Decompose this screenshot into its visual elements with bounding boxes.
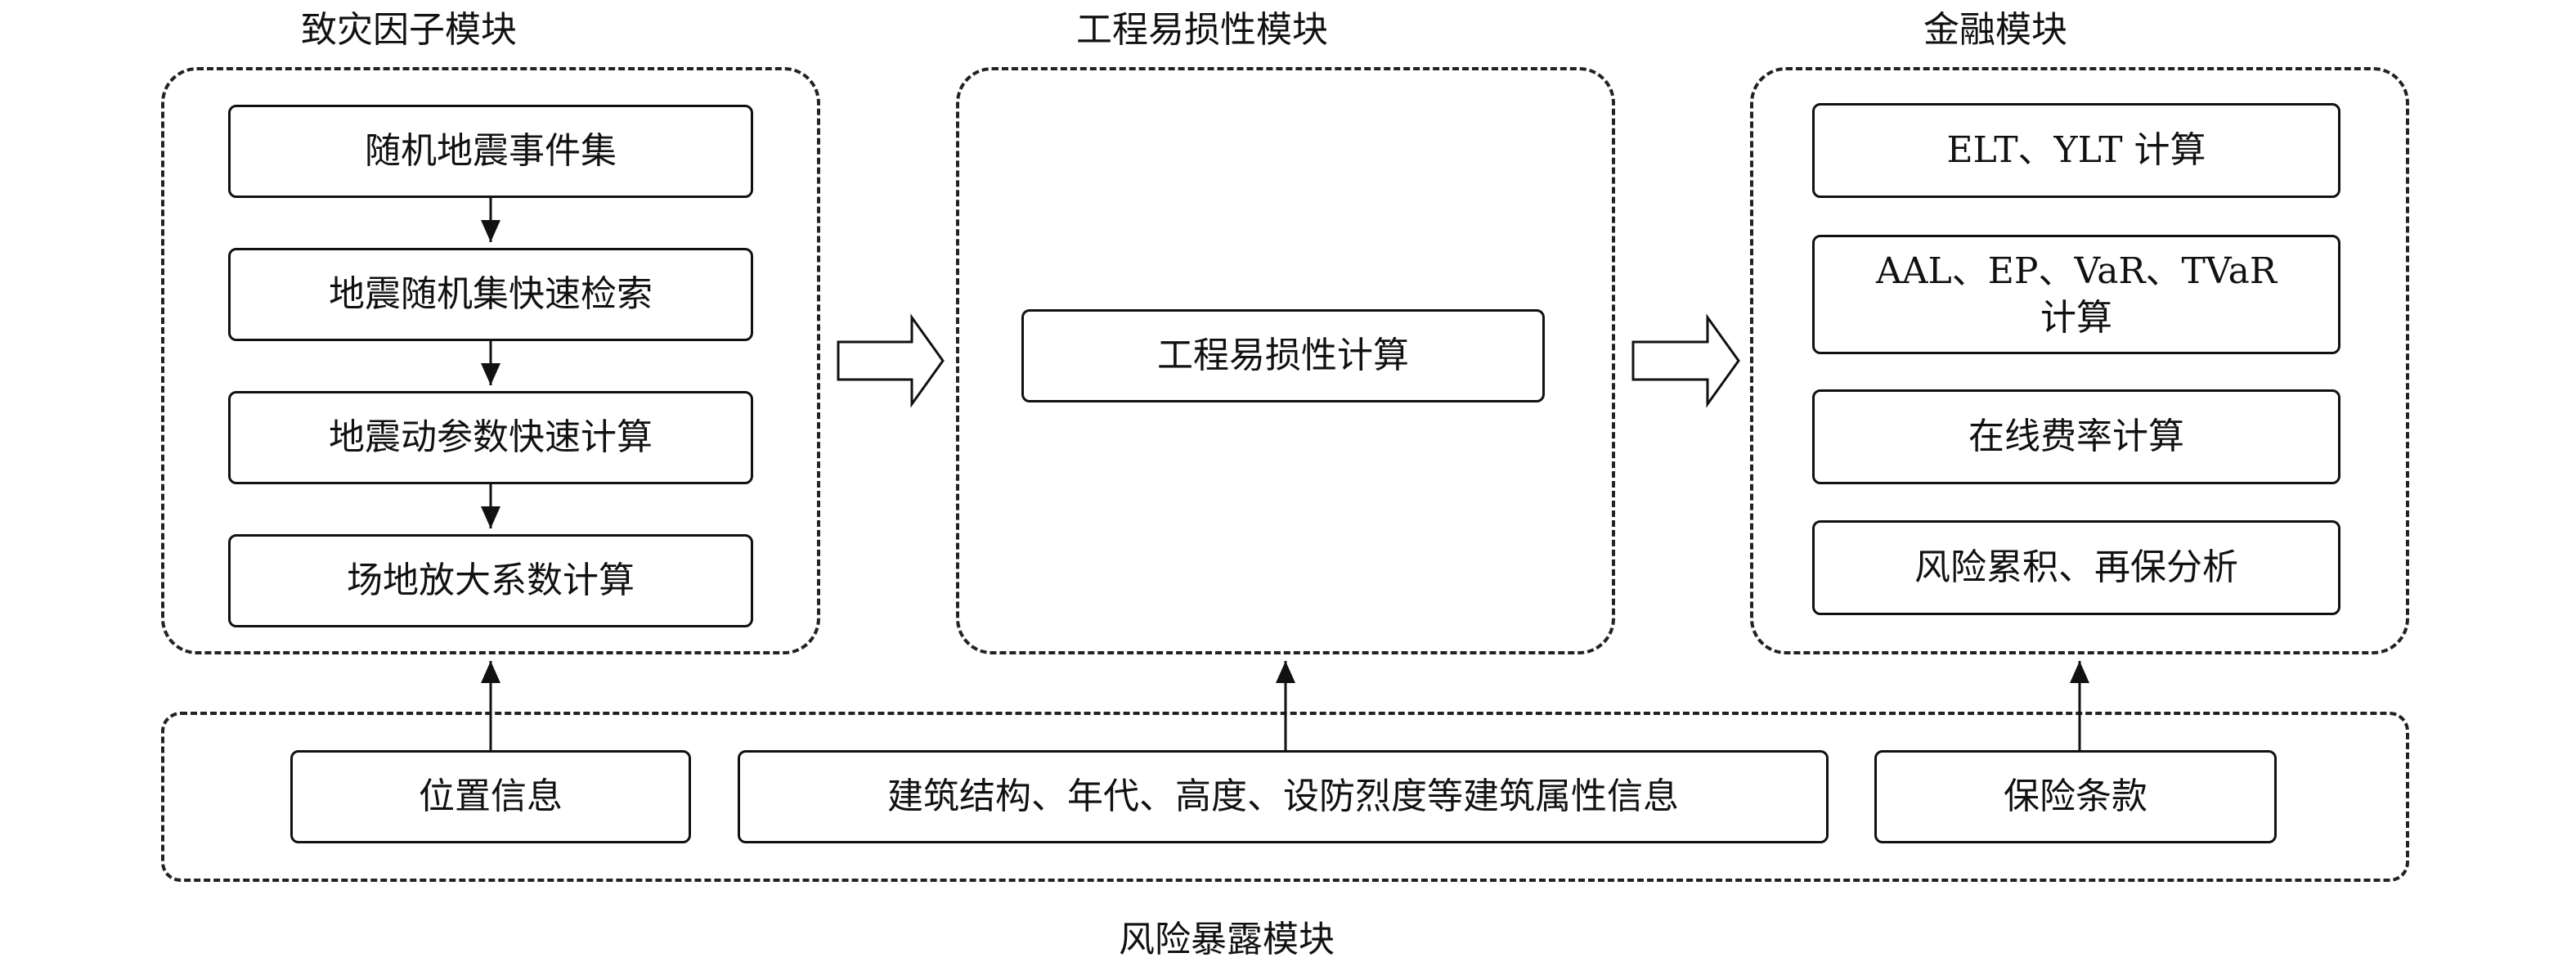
exposure-module-title: 风险暴露模块 [1119,919,1335,960]
vulnerability-module-title: 工程易损性模块 [1076,9,1328,51]
finance-step-elt-ylt: ELT、YLT 计算 [1812,103,2340,198]
vulnerability-module [956,67,1615,654]
finance-step-reinsurance: 风险累积、再保分析 [1812,520,2340,615]
exposure-item-insurance-terms: 保险条款 [1874,750,2277,843]
finance-step-aal-ep-var: AAL、EP、VaR、TVaR 计算 [1812,235,2340,354]
hazard-step-event-set: 随机地震事件集 [228,105,753,198]
hazard-module [161,67,820,654]
block-arrow-hazard-to-vulnerability [837,313,945,408]
vulnerability-step-calc: 工程易损性计算 [1021,309,1545,402]
finance-module-title: 金融模块 [1923,9,2067,51]
hazard-step-fast-search: 地震随机集快速检索 [228,248,753,341]
block-arrow-vulnerability-to-finance [1631,313,1740,408]
exposure-item-location: 位置信息 [290,750,691,843]
finance-module [1750,67,2409,654]
hazard-step-ground-motion: 地震动参数快速计算 [228,391,753,484]
exposure-item-building-attributes: 建筑结构、年代、高度、设防烈度等建筑属性信息 [738,750,1829,843]
hazard-module-title: 致灾因子模块 [301,9,517,51]
finance-step-online-rate: 在线费率计算 [1812,389,2340,484]
hazard-step-site-amplification: 场地放大系数计算 [228,534,753,627]
